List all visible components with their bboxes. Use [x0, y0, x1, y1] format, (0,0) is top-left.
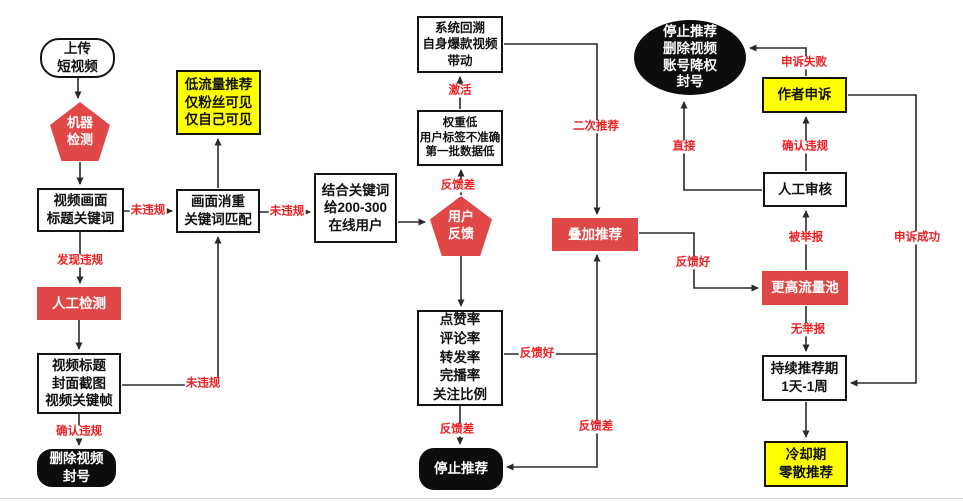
edge-label-no-violation-1: 未违规	[129, 204, 167, 218]
arrow-backtrack-to-stack-recommend	[504, 43, 601, 215]
node-video-title-label: 视频标题 封面截图 视频关键帧	[45, 358, 113, 409]
bottom-hairline	[0, 498, 963, 499]
node-upload: 上传 短视频	[40, 38, 115, 78]
node-higher-pool: 更高流量池	[762, 271, 848, 305]
node-video-frame: 视频画面 标题关键词	[37, 188, 124, 232]
edge-label-feedback-bad-down: 反馈差	[438, 423, 476, 437]
node-sustain: 持续推荐期 1天-1周	[762, 355, 847, 401]
node-higher-pool-label: 更高流量池	[771, 280, 839, 296]
node-manual-detect-label: 人工检测	[52, 295, 106, 311]
node-video-frame-label: 视频画面 标题关键词	[46, 193, 115, 226]
arrow-video-title-to-dedup	[122, 236, 222, 386]
edge-label-second-recommend: 二次推荐	[572, 120, 620, 134]
node-delete-ban: 删除视频 封号	[37, 449, 116, 487]
node-manual-review: 人工审核	[763, 172, 847, 207]
edge-label-reported: 被举报	[787, 231, 825, 245]
node-sustain-label: 持续推荐期 1天-1周	[770, 361, 839, 394]
node-backtrack: 系统回溯 自身爆款视频 带动	[417, 16, 503, 73]
edge-label-direct: 直接	[671, 140, 697, 154]
node-keywords-label: 结合关键词 给200-300 在线用户	[321, 182, 390, 233]
node-machine-detect-label: 机器 检测	[66, 114, 93, 147]
edge-label-feedback-bad-right: 反馈差	[577, 420, 615, 434]
node-metrics-label: 点赞率 评论率 转发率 完播率 关注比例	[433, 311, 487, 403]
edge-label-activate: 激活	[447, 84, 473, 98]
node-low-traffic-label: 低流量推荐 仅粉丝可见 仅自己可见	[184, 77, 253, 128]
edge-label-feedback-bad-top: 反馈差	[439, 179, 477, 193]
edge-label-no-violation-2: 未违规	[268, 205, 306, 219]
edge-label-appeal-failed: 申诉失败	[780, 56, 828, 70]
node-upload-label: 上传 短视频	[57, 41, 98, 74]
edge-label-violation-found: 发现违规	[56, 254, 104, 268]
edge-label-feedback-good-2: 反馈好	[674, 256, 712, 270]
edge-label-violation-confirmed-left: 确认违规	[55, 425, 103, 439]
edge-label-no-violation-3: 未违规	[184, 377, 222, 391]
edge-label-no-report: 无举报	[789, 323, 827, 337]
node-cooldown-label: 冷却期 零散推荐	[779, 447, 833, 480]
node-low-weight-label: 权重低 用户标签不准确 第一批数据低	[419, 116, 501, 159]
node-stop-delete-ban: 停止推荐 删除视频 账号降权 封号	[634, 20, 746, 95]
node-dedup: 画面消重 关键词匹配	[176, 189, 260, 233]
node-backtrack-label: 系统回溯 自身爆款视频 带动	[422, 21, 498, 68]
node-user-feedback-label: 用户 反馈	[447, 209, 474, 241]
node-metrics: 点赞率 评论率 转发率 完播率 关注比例	[417, 310, 503, 406]
node-low-weight: 权重低 用户标签不准确 第一批数据低	[417, 110, 503, 166]
node-video-title: 视频标题 封面截图 视频关键帧	[37, 353, 121, 414]
edge-label-feedback-good-1: 反馈好	[518, 347, 556, 361]
node-manual-review-label: 人工审核	[778, 181, 832, 197]
node-author-appeal: 作者申诉	[762, 77, 847, 113]
node-stack-recommend: 叠加推荐	[552, 218, 638, 251]
node-dedup-label: 画面消重 关键词匹配	[184, 194, 252, 227]
node-cooldown: 冷却期 零散推荐	[764, 441, 848, 487]
arrow-manual-review-to-stop-delete-ban	[680, 101, 762, 191]
node-delete-ban-label: 删除视频 封号	[49, 451, 104, 484]
node-stop-recommend-label: 停止推荐	[434, 461, 488, 477]
node-stop-recommend: 停止推荐	[419, 448, 503, 490]
node-low-traffic: 低流量推荐 仅粉丝可见 仅自己可见	[176, 70, 261, 135]
node-manual-detect: 人工检测	[37, 287, 121, 320]
node-stop-delete-ban-label: 停止推荐 删除视频 账号降权 封号	[663, 23, 717, 90]
node-author-appeal-label: 作者申诉	[777, 87, 832, 103]
node-stack-recommend-label: 叠加推荐	[568, 226, 622, 242]
edge-label-violation-confirmed-right: 确认违规	[781, 140, 829, 154]
arrow-stack-recommend-to-stop-recommend	[506, 354, 598, 471]
node-keywords: 结合关键词 给200-300 在线用户	[314, 173, 397, 243]
arrow-metrics-to-stack-recommend	[504, 254, 601, 355]
edge-label-appeal-success: 申诉成功	[893, 231, 941, 245]
